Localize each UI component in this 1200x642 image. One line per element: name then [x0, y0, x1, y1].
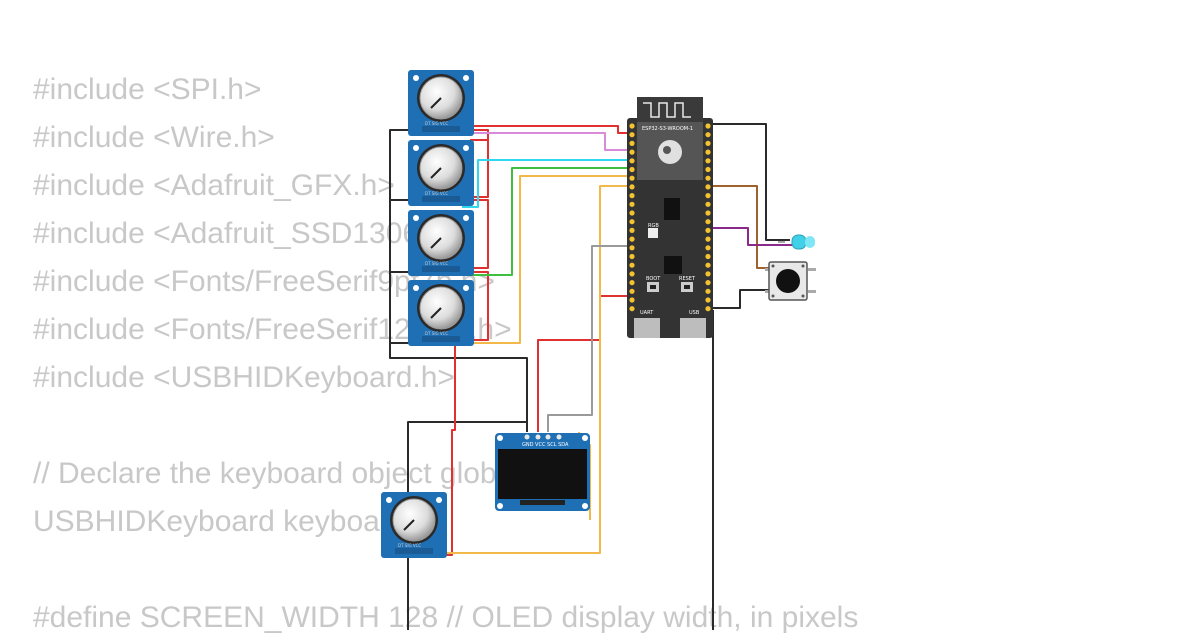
encoder-pin-labels: DT SIG VCC — [425, 331, 448, 336]
encoder-pin-labels: DT SIG VCC — [398, 543, 421, 548]
code-line: #define SCREEN_WIDTH 128 // OLED display… — [33, 601, 859, 634]
header-pin[interactable] — [629, 306, 635, 312]
wire-vcc — [442, 343, 456, 556]
header-pin[interactable] — [705, 123, 711, 129]
header-pin[interactable] — [629, 297, 635, 303]
header-pin[interactable] — [705, 201, 711, 207]
uart-label: UART — [640, 310, 654, 316]
wires — [389, 123, 792, 630]
wire-signal-violet — [462, 132, 632, 151]
led[interactable] — [778, 234, 815, 250]
header-pin[interactable] — [629, 210, 635, 216]
header-pin[interactable] — [705, 193, 711, 199]
oled-display[interactable]: GND VCC SCL SDA — [495, 433, 590, 511]
header-pin[interactable] — [705, 236, 711, 242]
rotary-encoder[interactable]: DT SIG VCC — [408, 280, 474, 346]
header-pin[interactable] — [705, 262, 711, 268]
code-editor-background: #include <SPI.h> #include <Wire.h> #includ… — [33, 66, 858, 642]
header-pin[interactable] — [705, 149, 711, 155]
header-pin[interactable] — [629, 123, 635, 129]
reset-label: RESET — [679, 276, 696, 282]
usb-port-uart[interactable] — [634, 318, 660, 338]
chip-icon — [664, 198, 680, 220]
header-pin[interactable] — [705, 184, 711, 190]
wire-gnd — [710, 123, 790, 241]
code-line: #include <Wire.h> — [33, 121, 275, 154]
encoder-pin-labels: DT SIG VCC — [425, 261, 448, 266]
header-pin[interactable] — [629, 149, 635, 155]
header-pin[interactable] — [629, 166, 635, 173]
header-pin[interactable] — [629, 158, 635, 164]
header-pin[interactable] — [705, 166, 711, 173]
header-pin[interactable] — [705, 306, 711, 312]
module-label: ESP32-S3-WROOM-1 — [642, 126, 693, 132]
header-pin[interactable] — [705, 253, 711, 260]
header-pin[interactable] — [705, 140, 711, 146]
wire-gnd — [389, 129, 528, 432]
rotary-encoder[interactable]: DT SIG VCC — [408, 140, 474, 206]
wire-gnd — [407, 421, 527, 630]
header-pin[interactable] — [629, 140, 635, 146]
header-pin[interactable] — [629, 219, 635, 225]
wire-vcc — [466, 125, 632, 134]
header-pin[interactable] — [629, 193, 635, 199]
wire-led — [710, 227, 792, 246]
header-pin[interactable] — [705, 219, 711, 225]
header-pin[interactable] — [629, 253, 635, 260]
wire-led — [710, 185, 770, 269]
encoder-pin-labels: DT SIG VCC — [425, 191, 448, 196]
wire-scl — [547, 245, 632, 432]
header-pin[interactable] — [629, 201, 635, 207]
esp32-s3-devkit[interactable]: ESP32-S3-WROOM-1 RGB BOOT RESET UART USB — [627, 97, 713, 338]
header-pin[interactable] — [629, 262, 635, 268]
header-pin[interactable] — [629, 288, 635, 294]
header-pin[interactable] — [629, 280, 635, 286]
rotary-encoder[interactable]: DT SIG VCC — [408, 70, 474, 136]
header-pin[interactable] — [705, 132, 711, 138]
rotary-encoder[interactable]: DT SIG VCC — [408, 210, 474, 276]
code-line: #include <USBHIDKeyboard.h> — [33, 361, 455, 394]
header-pin[interactable] — [629, 227, 635, 233]
wire-gnd — [710, 289, 770, 309]
wire-signal-yellow — [462, 175, 632, 344]
chip-icon — [664, 256, 682, 274]
header-pin[interactable] — [705, 297, 711, 303]
wire-signal-cyan — [462, 159, 632, 208]
rotary-encoder[interactable]: DT SIG VCC — [381, 492, 447, 558]
encoder-pin-labels: DT SIG VCC — [425, 121, 448, 126]
header-pin[interactable] — [705, 245, 711, 251]
code-line: #include <SPI.h> — [33, 73, 262, 106]
usb-port-usb[interactable] — [680, 318, 706, 338]
boot-label: BOOT — [646, 276, 661, 282]
rgb-label: RGB — [648, 223, 659, 229]
header-pin[interactable] — [705, 227, 711, 233]
header-pin[interactable] — [705, 288, 711, 294]
header-pin[interactable] — [629, 132, 635, 138]
header-pin[interactable] — [705, 210, 711, 216]
header-pin[interactable] — [705, 175, 711, 181]
wire-vcc — [470, 271, 489, 341]
wire-signal-green — [462, 167, 632, 276]
header-pin[interactable] — [629, 175, 635, 181]
wire-vcc — [537, 295, 632, 432]
rgb-led-icon — [648, 228, 658, 238]
header-pin[interactable] — [705, 271, 711, 277]
header-pin[interactable] — [705, 280, 711, 286]
board-pins-left — [629, 123, 635, 312]
antenna-icon — [643, 102, 691, 118]
push-button[interactable] — [765, 261, 816, 301]
board-pins-right — [705, 123, 711, 312]
header-pin[interactable] — [629, 271, 635, 277]
oled-pin-labels: GND VCC SCL SDA — [522, 442, 569, 448]
usb-label: USB — [689, 310, 700, 316]
header-pin[interactable] — [629, 184, 635, 190]
header-pin[interactable] — [705, 158, 711, 164]
code-line: // Declare the keyboard object globally — [33, 457, 542, 490]
header-pin[interactable] — [629, 245, 635, 251]
code-line: #include <Adafruit_GFX.h> — [33, 169, 395, 202]
wire-signal-yellow — [432, 185, 632, 554]
header-pin[interactable] — [629, 236, 635, 242]
